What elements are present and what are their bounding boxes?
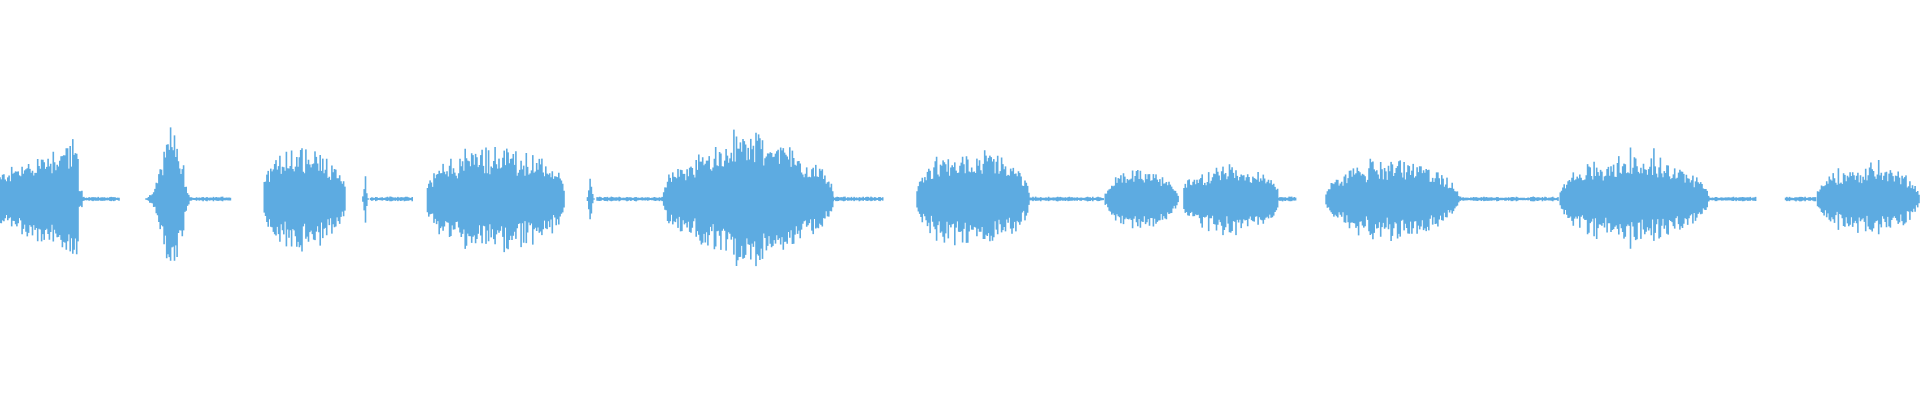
waveform-trace bbox=[0, 127, 1920, 267]
